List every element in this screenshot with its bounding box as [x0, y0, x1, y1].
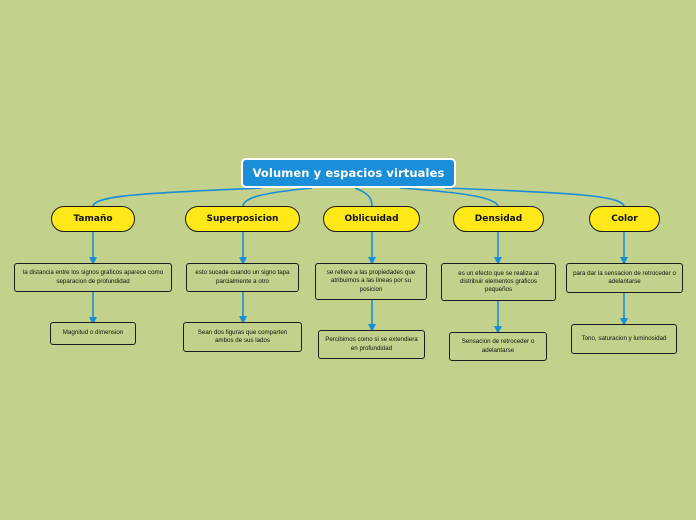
connector-root-tamano: [92, 187, 263, 207]
connector-root-color: [444, 187, 625, 207]
tamano-description[interactable]: la distancia entre los signos graficos a…: [14, 263, 172, 292]
branch-superposicion[interactable]: Superposicion: [185, 206, 300, 232]
color-detail[interactable]: Tono, saturacion y luminosidad: [571, 324, 677, 354]
branch-densidad[interactable]: Densidad: [453, 206, 544, 232]
superposicion-detail[interactable]: Sean dos figuras que comparten ambos de …: [183, 322, 302, 352]
superposicion-description[interactable]: esto sucede cuando un signo tapa parcial…: [186, 263, 299, 292]
branch-oblicuidad[interactable]: Oblicuidad: [323, 206, 420, 232]
densidad-description[interactable]: es un efecto que se realiza al distribui…: [441, 263, 556, 301]
branch-tamano[interactable]: Tamaño: [51, 206, 135, 232]
oblicuidad-detail[interactable]: Percibimos como si se extendiera en prof…: [318, 330, 425, 359]
connector-root-densidad: [399, 187, 499, 207]
branch-color[interactable]: Color: [589, 206, 660, 232]
connector-root-oblicuidad: [354, 187, 373, 207]
connector-root-superposicion: [242, 187, 313, 207]
densidad-detail[interactable]: Sensacion de retroceder o adelantarse: [449, 332, 547, 361]
color-description[interactable]: para dar la sensacion de retroceder o ad…: [566, 263, 683, 293]
oblicuidad-description[interactable]: se refiere a las propiedades que atribui…: [315, 263, 427, 300]
tamano-detail[interactable]: Magnitud o dimension: [50, 322, 136, 345]
root-topic[interactable]: Volumen y espacios virtuales: [241, 158, 456, 188]
